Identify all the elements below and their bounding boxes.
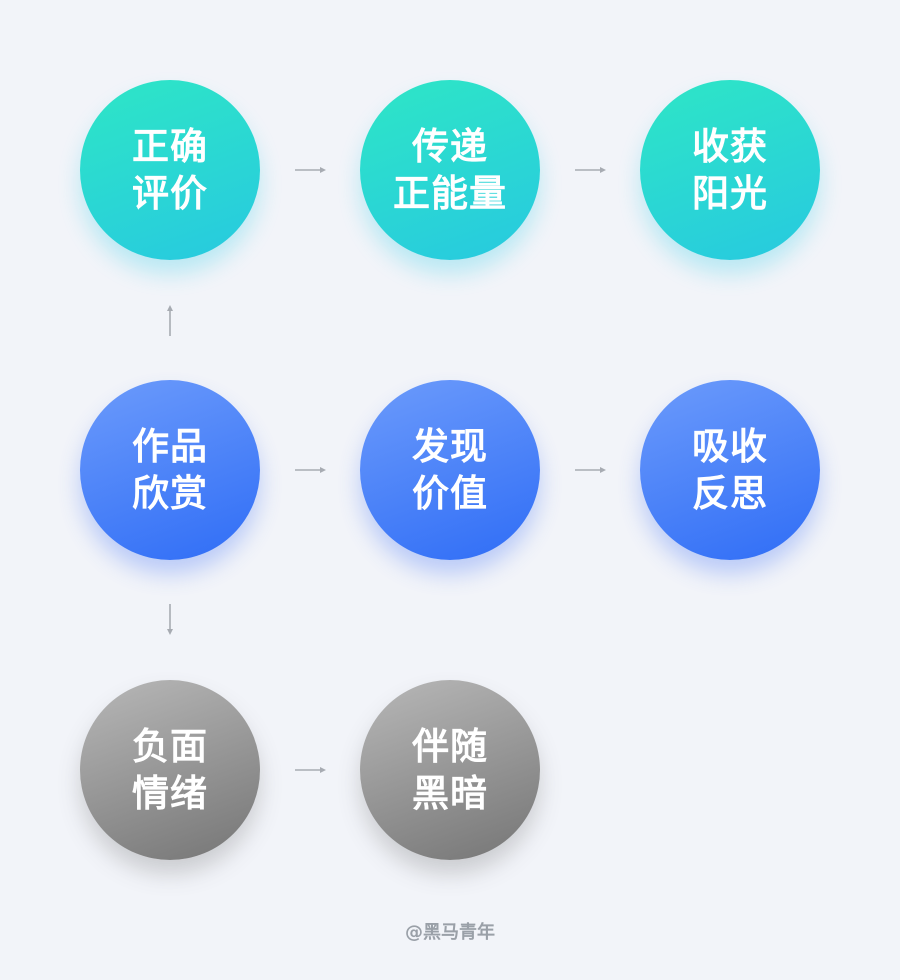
node-label: 伴随 黑暗 [412, 725, 488, 815]
arrow-down-icon [167, 604, 173, 635]
node-negative-emotion: 负面 情绪 [80, 680, 260, 860]
node-label: 负面 情绪 [132, 725, 208, 815]
node-label: 吸收 反思 [692, 425, 768, 515]
node-artwork-appreciation: 作品 欣赏 [80, 380, 260, 560]
arrow-right-icon [575, 167, 606, 173]
node-label: 正确 评价 [132, 125, 208, 215]
node-label: 收获 阳光 [692, 125, 768, 215]
node-discover-value: 发现 价值 [360, 380, 540, 560]
footer-credit: @黑马青年 [405, 922, 495, 943]
node-accompany-darkness: 伴随 黑暗 [360, 680, 540, 860]
arrow-right-icon [575, 467, 606, 473]
node-label: 作品 欣赏 [132, 425, 208, 515]
arrow-up-icon [167, 305, 173, 336]
node-correct-evaluation: 正确 评价 [80, 80, 260, 260]
arrow-right-icon [295, 767, 326, 773]
arrow-right-icon [295, 167, 326, 173]
node-label: 传递 正能量 [393, 125, 507, 215]
node-gain-sunshine: 收获 阳光 [640, 80, 820, 260]
node-absorb-reflect: 吸收 反思 [640, 380, 820, 560]
node-spread-positive-energy: 传递 正能量 [360, 80, 540, 260]
arrow-right-icon [295, 467, 326, 473]
node-label: 发现 价值 [412, 425, 488, 515]
